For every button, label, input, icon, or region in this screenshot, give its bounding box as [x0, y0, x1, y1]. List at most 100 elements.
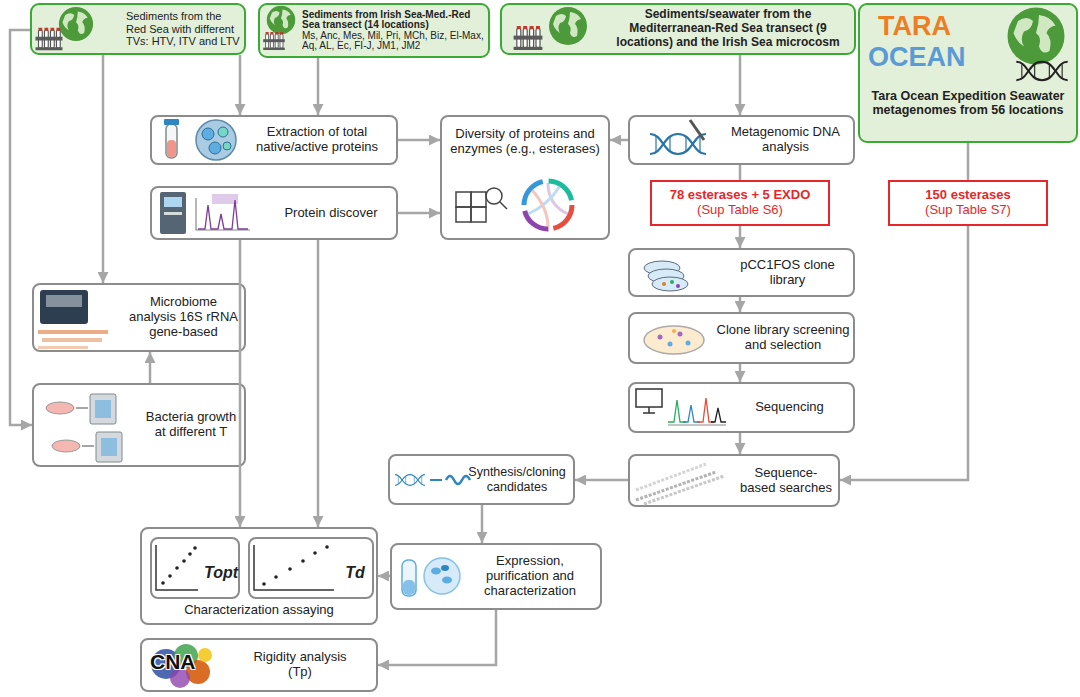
protein-extraction-icon-part [223, 142, 231, 150]
process-box: Protein discover [150, 186, 398, 240]
plot-icon-part-part [193, 546, 197, 550]
incubation-icon [46, 394, 122, 462]
source-box: Sediments from the Red Sea with differen… [30, 3, 246, 55]
sequencer-icon-part [38, 330, 108, 334]
flow-arrow [967, 143, 970, 180]
flow-arrow [102, 55, 105, 283]
process-box: Bacteria growth at different T [32, 383, 246, 467]
text-group: Protein discover [270, 206, 392, 221]
plot-icon-part [161, 546, 197, 585]
process-box: Sequence-based searches [628, 454, 840, 507]
source-box: TARAOCEANTara Ocean Expedition Seawater … [858, 3, 1078, 143]
expression-icon-part [441, 565, 449, 571]
flow-arrow [610, 139, 628, 142]
sequencing-icon-part [648, 407, 650, 413]
sequence-strand-icon-part [644, 476, 724, 504]
process-box: Clone library screening and selection [628, 312, 855, 364]
incubation-icon-part [76, 407, 88, 409]
text-group: Topt [204, 564, 236, 582]
node-text: (Sup Table S7) [894, 203, 1042, 218]
clone-library-icon-part [648, 269, 684, 283]
result-box: 78 esterases + 5 EXDO(Sup Table S6) [650, 180, 830, 226]
plot-icon-part-part [262, 582, 266, 586]
plot-icon-part-part [182, 559, 186, 563]
text-group: Clone library screening and selection [716, 323, 850, 353]
incubation-icon-part [96, 432, 122, 462]
protein-extraction-icon-part [164, 119, 179, 125]
diversity-icon-part [524, 181, 572, 229]
node-text: TARA [878, 13, 1068, 40]
plot-icon-part-part [161, 581, 165, 585]
node-text: Protein discover [270, 206, 392, 221]
node-text: Diversity of proteins and enzymes (e.g.,… [448, 127, 602, 157]
incubation-icon-part [90, 394, 116, 424]
sequence-strand-icon [636, 464, 724, 504]
node-text: Sediments from Irish Sea-Med.-Red Sea tr… [302, 10, 485, 31]
incubation-icon-part [52, 440, 80, 452]
clone-library-icon-part [670, 280, 674, 284]
incubation-icon-part [46, 402, 74, 414]
diversity-icon-part-part [500, 202, 507, 209]
diversity-icon-part-part [486, 188, 502, 204]
synthesis-icon-part [430, 479, 442, 481]
diversity-icon [456, 181, 572, 229]
flow-arrow [739, 433, 742, 454]
node-text: 78 esterases + 5 EXDO [656, 188, 824, 203]
flow-arrow [378, 610, 496, 665]
node-text: pCC1FOS clone library [726, 258, 849, 288]
source-box: Sediments from Irish Sea-Med.-Red Sea tr… [258, 3, 490, 58]
sequencing-icon-part [697, 398, 714, 422]
petri-dish-icon-part [658, 335, 663, 340]
flow-arrow [481, 505, 484, 543]
clone-library-icon [644, 261, 688, 291]
process-box: Extraction of total native/active protei… [150, 115, 398, 165]
plot-icon-part-part [188, 552, 192, 556]
diversity-icon-part-part [524, 181, 572, 229]
protein-extraction-icon-part [209, 142, 221, 154]
text-group: Metagenomic DNA analysis [722, 125, 849, 155]
node-text: Sequencing [730, 400, 849, 415]
node-text: Rigidity analysis (Tp) [242, 650, 358, 680]
text-group: Sediments/seawater from the Mediterranea… [608, 8, 848, 49]
sequence-strand-icon-part [636, 464, 706, 490]
mass-spectrometer-icon-part [196, 198, 250, 230]
node-text: Microbiome analysis 16S rRNA gene-based [126, 295, 241, 340]
clone-library-icon-part [652, 277, 688, 291]
sequencing-icon [636, 389, 726, 425]
source-icons-part [1008, 8, 1065, 65]
cna-logo-part [198, 648, 212, 662]
sequencer-icon [38, 290, 108, 349]
sequencer-icon-part [40, 290, 88, 324]
node-text: Td [340, 564, 370, 582]
text-group: Bacteria growth at different T [142, 410, 240, 440]
sequencing-icon-part [711, 408, 726, 422]
flow-arrow [398, 212, 440, 215]
protein-extraction-icon-part [202, 128, 214, 140]
plot-icon-part-part [325, 545, 329, 549]
diversity-icon-part-part [548, 183, 568, 214]
text-group: Sequencing [730, 400, 849, 415]
plot-icon-part-part [274, 575, 278, 579]
flow-arrow [317, 58, 320, 115]
node-text: Sequence-based searches [738, 466, 834, 496]
cna-logo [151, 644, 212, 688]
process-box: Synthesis/cloning candidates [388, 454, 575, 505]
node-text: Sediments/seawater from the Mediterranea… [608, 8, 848, 49]
incubation-icon-part [101, 438, 117, 456]
diversity-icon-part-part [471, 192, 486, 207]
plot-icon-part-part [288, 567, 292, 571]
flow-arrow [317, 240, 320, 527]
sequencer-icon-part [38, 346, 88, 349]
incubation-icon-part [95, 400, 111, 418]
diversity-icon-part [456, 188, 507, 222]
text-group: TARAOCEANTara Ocean Expedition Seawater … [868, 13, 1068, 118]
diversity-icon-part-part [524, 181, 572, 229]
flow-arrow [398, 139, 440, 142]
petri-dish-icon-part [678, 332, 683, 337]
synthesis-icon-part [446, 476, 470, 484]
expression-icon-part [431, 568, 441, 575]
sequencing-icon-part [643, 412, 655, 414]
sequencing-icon-part [636, 389, 662, 407]
